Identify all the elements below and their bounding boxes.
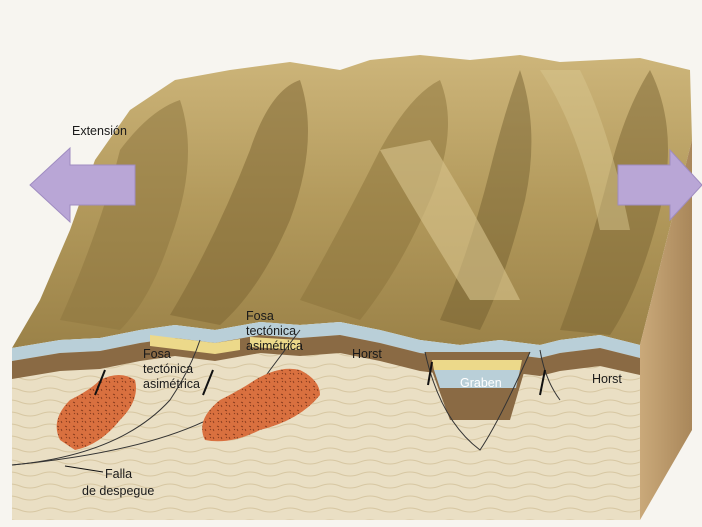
label-graben: Graben [460,376,502,390]
label-extension: Extensión [72,124,127,138]
label-falla-l1: Falla [105,467,132,481]
label-horst-right: Horst [592,372,622,386]
label-fosa1-l1: Fosa [143,347,171,361]
label-fosa2-l1: Fosa [246,309,274,323]
label-fosa2-l2: tectónica [246,324,296,338]
graben-yellow [432,360,522,370]
label-falla-l2: de despegue [82,484,154,498]
label-horst-left: Horst [352,347,382,361]
label-fosa1-l3: asimétrica [143,377,200,391]
label-fosa2-l3: asimétrica [246,339,303,353]
label-fosa1-l2: tectónica [143,362,193,376]
